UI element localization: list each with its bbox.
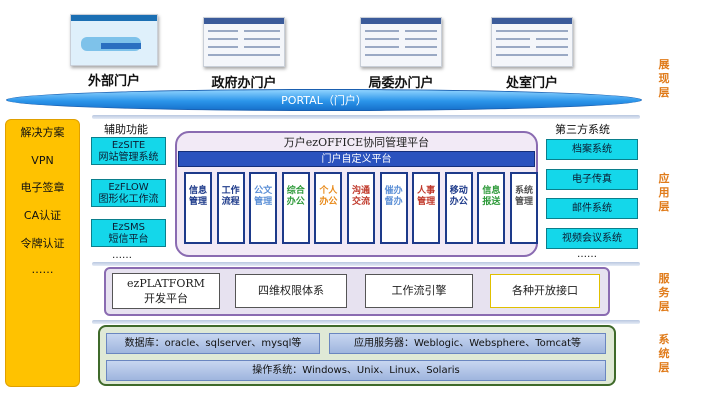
helper-title: 辅助功能	[104, 123, 148, 136]
solutions-item: CA认证	[23, 209, 62, 222]
module-line1: 公文	[254, 186, 273, 196]
platform-title: 万户ezOFFICE协同管理平台	[283, 136, 430, 149]
module-line2: 督办	[384, 197, 403, 207]
module-line1: 综合	[286, 186, 305, 196]
module-box: 公文管理	[249, 172, 278, 244]
module-line2: 管理	[514, 197, 533, 207]
portal-label-government: 政府办门户	[211, 76, 277, 91]
custom-portal-bar: 门户自定义平台	[178, 151, 535, 167]
helper-name: EzSMS	[112, 222, 145, 233]
helper-name: EzFLOW	[108, 182, 149, 193]
layer-label-application: 应用层	[658, 172, 670, 213]
third-party-title: 第三方系统	[555, 123, 610, 136]
solutions-item: 电子签章	[20, 181, 65, 194]
portal-label-bureau: 局委办门户	[368, 76, 434, 91]
module-line2: 管理	[188, 197, 207, 207]
helper-ezflow: EzFLOW 图形化工作流	[91, 179, 166, 207]
solutions-panel: 解决方案 VPN 电子签章 CA认证 令牌认证 ……	[5, 119, 80, 387]
service-name: 四维权限体系	[258, 284, 324, 297]
third-party-fax: 电子传真	[546, 169, 638, 190]
portal-bar: PORTAL（门户）	[6, 89, 642, 111]
module-line1: 人事	[417, 186, 436, 196]
module-line1: 沟通	[351, 186, 370, 196]
service-ezplatform: ezPLATFORM 开发平台	[112, 273, 220, 309]
helper-desc: 图形化工作流	[98, 194, 159, 205]
helper-more: ……	[112, 250, 132, 261]
module-line2: 办公	[319, 197, 338, 207]
module-box: 信息报送	[477, 172, 506, 244]
module-line1: 催办	[384, 186, 403, 196]
portal-thumbnail-division	[491, 17, 573, 67]
system-database: 数据库：oracle、sqlserver、mysql等	[106, 333, 320, 354]
service-name: 各种开放接口	[512, 284, 578, 297]
module-line2: 交流	[351, 197, 370, 207]
solutions-item: 令牌认证	[20, 237, 65, 250]
helper-ezsms: EzSMS 短信平台	[91, 219, 166, 247]
layer-label-system: 系统层	[658, 333, 670, 374]
portal-bar-label: PORTAL（门户）	[281, 94, 367, 107]
portal-thumbnail-bureau	[360, 17, 442, 67]
service-permission: 四维权限体系	[235, 274, 347, 308]
module-box: 个人办公	[314, 172, 343, 244]
third-party-video: 视频会议系统	[546, 228, 638, 249]
system-app-server: 应用服务器：Weblogic、Websphere、Tomcat等	[329, 333, 606, 354]
solutions-title: 解决方案	[20, 126, 65, 139]
separator-application	[92, 262, 640, 266]
module-line2: 办公	[286, 197, 305, 207]
portal-label-division: 处室门户	[505, 76, 558, 91]
layer-label-display: 展现层	[658, 58, 670, 99]
separator-service	[92, 320, 640, 324]
portal-thumbnail-government	[203, 17, 285, 67]
module-line2: 管理	[254, 197, 273, 207]
module-box: 催办督办	[379, 172, 408, 244]
module-line2: 报送	[482, 197, 501, 207]
third-party-mail: 邮件系统	[546, 198, 638, 219]
service-desc: 开发平台	[144, 292, 188, 305]
module-box: 移动办公	[444, 172, 473, 244]
module-box: 工作流程	[216, 172, 245, 244]
helper-desc: 短信平台	[108, 234, 149, 245]
module-line1: 工作	[221, 186, 240, 196]
helper-name: EzSITE	[111, 140, 146, 151]
module-line2: 办公	[449, 197, 468, 207]
service-workflow-engine: 工作流引擎	[365, 274, 473, 308]
third-party-archive: 档案系统	[546, 139, 638, 160]
service-open-interfaces: 各种开放接口	[490, 274, 600, 308]
separator-display	[92, 115, 640, 119]
module-line1: 系统	[514, 186, 533, 196]
module-box: 系统管理	[510, 172, 538, 244]
helper-ezsite: EzSITE 网站管理系统	[91, 137, 166, 165]
module-line1: 移动	[449, 186, 468, 196]
service-name: ezPLATFORM	[127, 277, 205, 290]
system-os: 操作系统：Windows、Unix、Linux、Solaris	[106, 360, 606, 381]
service-name: 工作流引擎	[391, 284, 447, 297]
module-box: 信息管理	[184, 172, 212, 244]
module-line2: 流程	[221, 197, 240, 207]
module-line1: 个人	[319, 186, 338, 196]
helper-desc: 网站管理系统	[98, 152, 159, 163]
portal-thumbnail-external	[70, 14, 158, 66]
portal-label-external: 外部门户	[87, 74, 140, 89]
third-party-more: ……	[577, 249, 597, 260]
module-box: 人事管理	[412, 172, 441, 244]
module-box: 综合办公	[281, 172, 310, 244]
module-line2: 管理	[417, 197, 436, 207]
module-line1: 信息	[482, 186, 501, 196]
module-line1: 信息	[188, 186, 207, 196]
layer-label-service: 服务层	[658, 272, 670, 313]
solutions-item: VPN	[31, 154, 54, 167]
module-box: 沟通交流	[347, 172, 375, 244]
solutions-item: ……	[31, 263, 54, 276]
